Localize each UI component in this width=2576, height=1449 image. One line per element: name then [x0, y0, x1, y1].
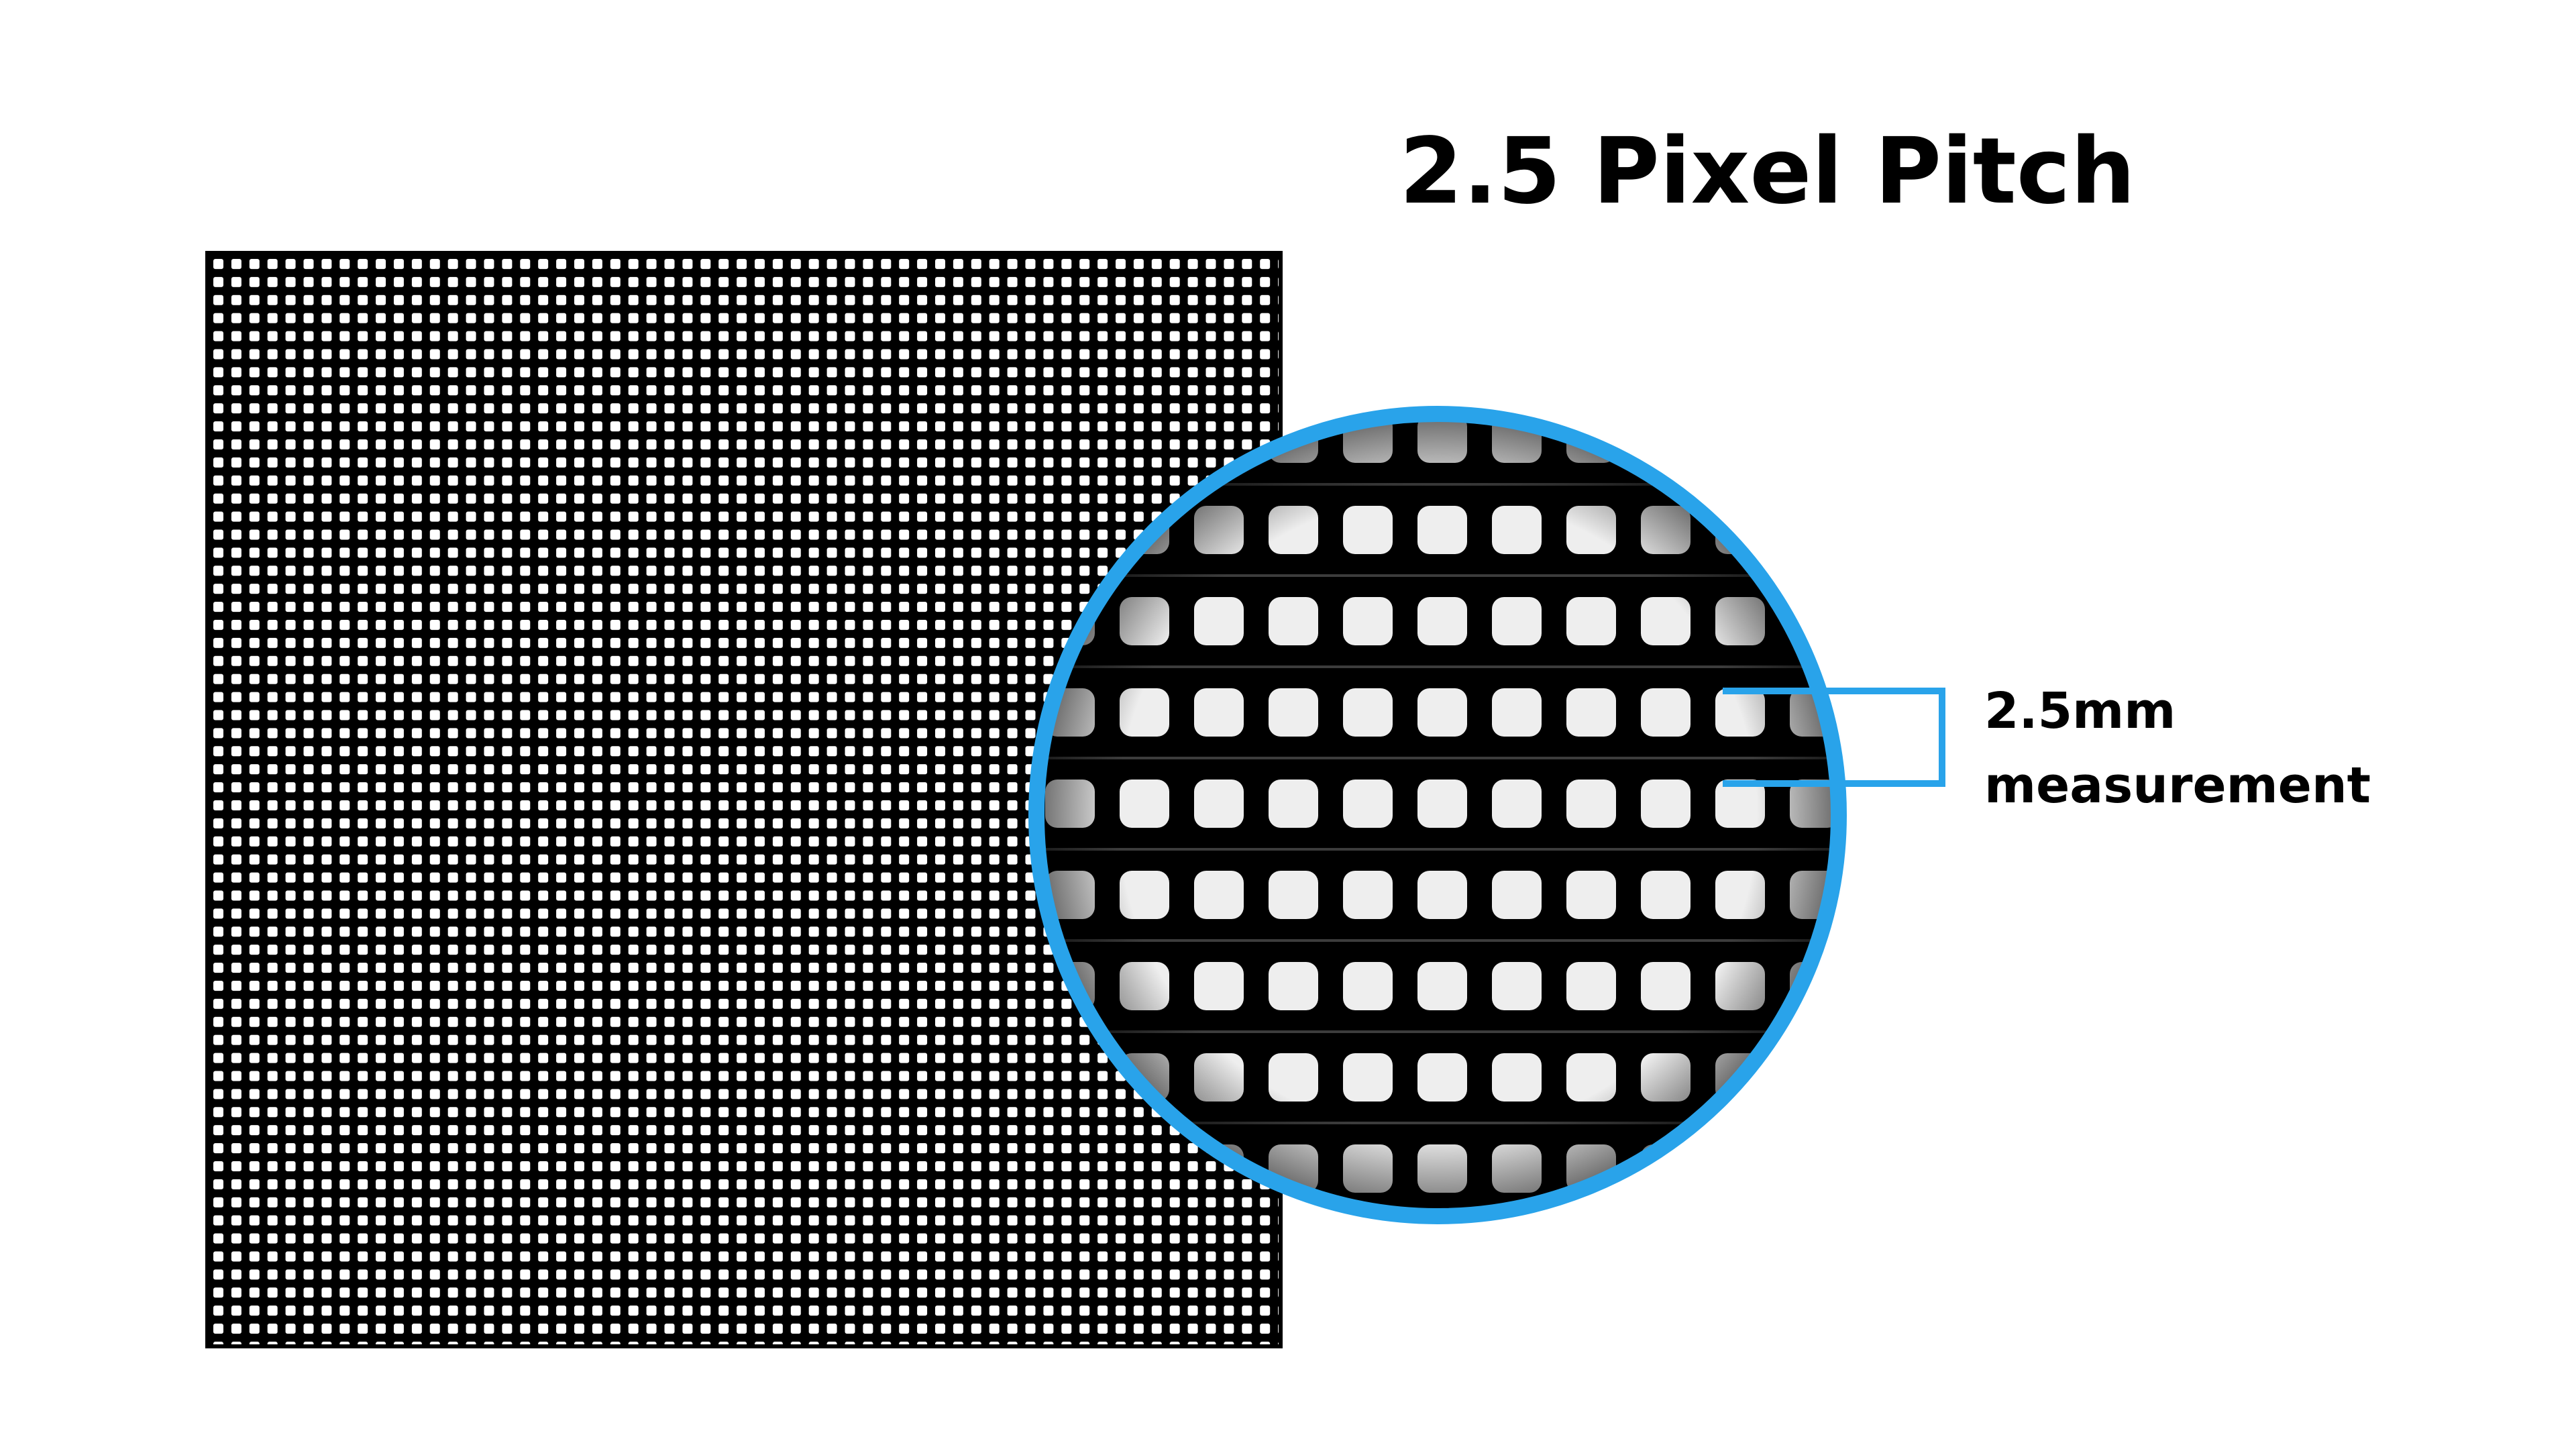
- measurement-bracket: [1723, 688, 1945, 787]
- lens-edge-shade: [1038, 416, 1837, 1214]
- measurement-label-line2: measurement: [1984, 757, 2371, 814]
- bracket-line: [1723, 688, 1945, 787]
- lens-ring: [1028, 406, 1847, 1224]
- measurement-label-line1: 2.5mm: [1984, 682, 2176, 740]
- magnifier-lens: [1028, 406, 1847, 1224]
- diagram-title: 2.5 Pixel Pitch: [1399, 119, 2135, 225]
